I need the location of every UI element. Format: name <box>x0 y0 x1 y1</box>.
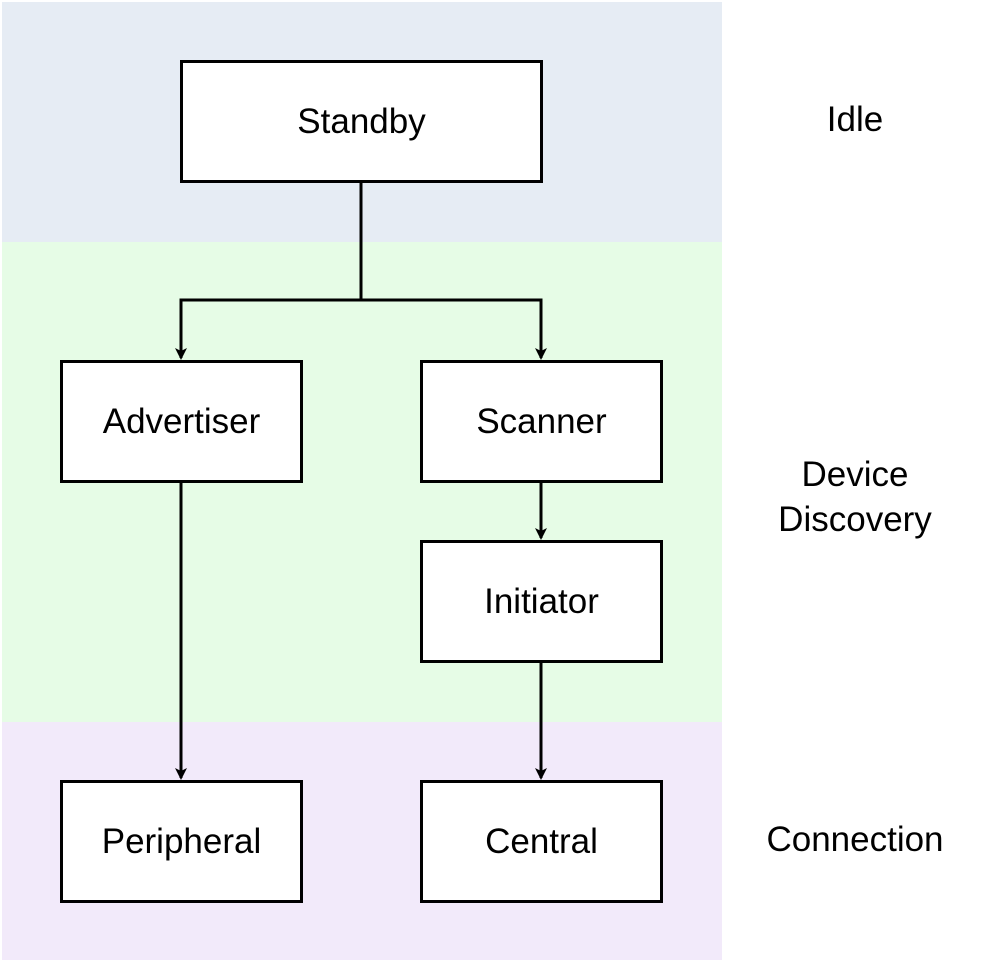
device-discovery-band-label: Device Discovery <box>778 455 932 539</box>
connection-band-label: Connection <box>766 820 944 859</box>
advertiser-node: Advertiser <box>60 360 303 483</box>
edge-standby-to-scanner <box>361 298 547 360</box>
central-node: Central <box>420 780 663 903</box>
idle-band-label: Idle <box>826 100 884 139</box>
standby-node: Standby <box>180 60 543 183</box>
scanner-node: Scanner <box>420 360 663 483</box>
edge-standby-to-advertiser <box>175 182 363 360</box>
initiator-node: Initiator <box>420 540 663 663</box>
peripheral-node: Peripheral <box>60 780 303 903</box>
